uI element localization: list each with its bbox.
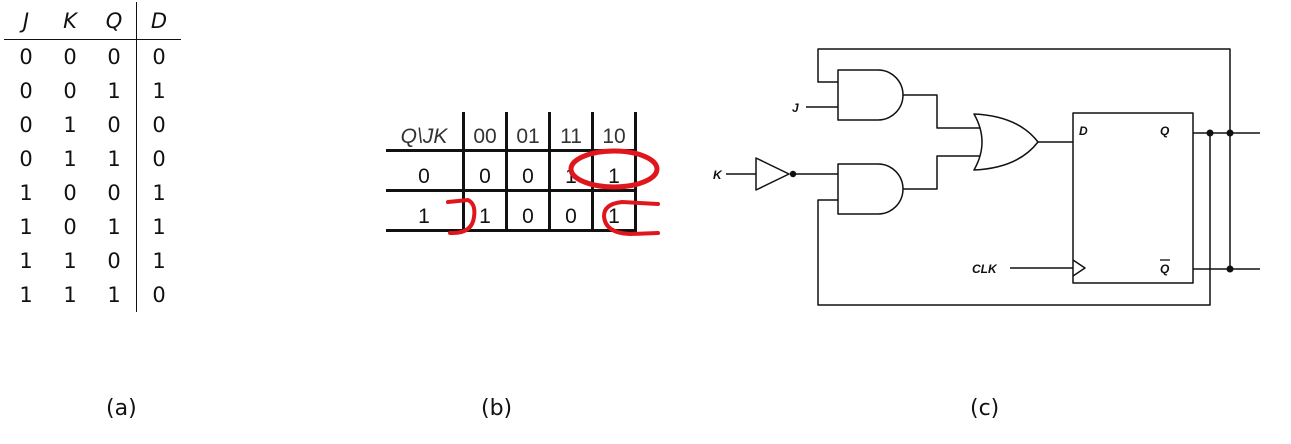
kmap-row-label: 0 bbox=[386, 150, 465, 192]
truth-table-cell: 0 bbox=[19, 147, 33, 171]
ff-label-qbar: Q bbox=[1160, 262, 1170, 276]
truth-table-cell: 0 bbox=[92, 39, 137, 74]
wire-qbar-feedback bbox=[817, 133, 1211, 306]
clock-triangle-icon bbox=[1072, 259, 1086, 277]
truth-table-cell: 0 bbox=[63, 45, 77, 69]
truth-table-cell: 1 bbox=[152, 215, 166, 239]
truth-table-cell: 1 bbox=[19, 181, 33, 205]
caption-c: (c) bbox=[970, 396, 1000, 421]
wire-and2-or bbox=[903, 155, 980, 190]
kmap-col-10: 10 bbox=[592, 112, 637, 152]
kmap-cell: 1 bbox=[592, 190, 637, 232]
truth-table-cell: 1 bbox=[63, 249, 77, 273]
kmap-col-01: 01 bbox=[506, 112, 551, 152]
truth-table-cell: 0 bbox=[92, 176, 137, 210]
truth-table-cell: 0 bbox=[92, 108, 137, 142]
ff-label-q: Q bbox=[1160, 124, 1170, 138]
truth-table-cell: 0 bbox=[63, 181, 77, 205]
label-clk: CLK bbox=[972, 262, 998, 276]
kmap-grid: Q\JK 00 01 11 10 0 0 0 1 1 1 1 0 0 1 bbox=[386, 112, 637, 232]
truth-table-cell: 0 bbox=[152, 113, 166, 137]
ff-label-d: D bbox=[1079, 124, 1088, 138]
truth-table-cell: 1 bbox=[19, 283, 33, 307]
header-d: D bbox=[136, 2, 181, 40]
truth-table-cell: 1 bbox=[152, 79, 166, 103]
wire-q-feedback bbox=[817, 48, 1231, 133]
truth-table-header-row: J K Q D bbox=[4, 2, 181, 40]
truth-table-cell: 0 bbox=[63, 79, 77, 103]
caption-a: (a) bbox=[106, 396, 137, 421]
header-q: Q bbox=[92, 2, 137, 40]
truth-table-cell: 1 bbox=[92, 142, 137, 176]
truth-table-cell: 1 bbox=[152, 249, 166, 273]
kmap-row-q0: 0 0 0 1 1 bbox=[386, 150, 637, 192]
header-j: J bbox=[4, 2, 48, 40]
truth-table-cell: 0 bbox=[152, 45, 166, 69]
kmap-col-11: 11 bbox=[549, 112, 594, 152]
truth-table-cell: 0 bbox=[152, 147, 166, 171]
truth-table-cell: 1 bbox=[63, 147, 77, 171]
label-k: K bbox=[713, 168, 723, 182]
caption-b: (b) bbox=[481, 396, 513, 421]
kmap-row-q1: 1 1 0 0 1 bbox=[386, 190, 637, 232]
truth-table-cell: 1 bbox=[63, 283, 77, 307]
kmap-cell: 1 bbox=[592, 150, 637, 192]
karnaugh-map: Q\JK 00 01 11 10 0 0 0 1 1 1 1 0 0 1 bbox=[386, 112, 676, 242]
not-gate bbox=[755, 157, 790, 191]
junction-dot bbox=[1206, 129, 1214, 137]
kmap-col-00: 00 bbox=[463, 112, 508, 152]
kmap-cell: 0 bbox=[463, 150, 508, 192]
kmap-cell: 0 bbox=[549, 190, 594, 232]
truth-table-cell: 1 bbox=[63, 113, 77, 137]
jk-flipflop-circuit: J K CLK D Q Q Q Q bbox=[713, 48, 1260, 306]
kmap-cell: 0 bbox=[506, 190, 551, 232]
kmap-row-label: 1 bbox=[386, 190, 465, 232]
label-j: J bbox=[792, 101, 799, 115]
truth-table-cell: 0 bbox=[92, 244, 137, 278]
truth-table-cell: 1 bbox=[92, 210, 137, 244]
truth-table-cell: 1 bbox=[19, 215, 33, 239]
truth-table-cell: 1 bbox=[152, 181, 166, 205]
d-flipflop bbox=[1072, 112, 1194, 284]
truth-table-cell: 1 bbox=[92, 74, 137, 108]
truth-table-cell: 1 bbox=[19, 249, 33, 273]
truth-table-cell: 0 bbox=[152, 283, 166, 307]
kmap-header-row: Q\JK 00 01 11 10 bbox=[386, 112, 637, 152]
truth-table-cell: 0 bbox=[19, 79, 33, 103]
truth-table-cell: 0 bbox=[63, 215, 77, 239]
and-gate-bottom bbox=[837, 163, 904, 215]
header-k: K bbox=[48, 2, 92, 40]
truth-table-cell: 0 bbox=[19, 113, 33, 137]
and-gate-top bbox=[837, 69, 904, 121]
wire-and1-or bbox=[903, 94, 980, 129]
or-gate bbox=[973, 113, 1039, 171]
truth-table-cell: 0 bbox=[19, 45, 33, 69]
kmap-cell: 1 bbox=[463, 190, 508, 232]
kmap-cell: 0 bbox=[506, 150, 551, 192]
kmap-corner-label: Q\JK bbox=[386, 112, 465, 152]
kmap-cell: 1 bbox=[549, 150, 594, 192]
truth-table-cell: 1 bbox=[92, 278, 137, 312]
